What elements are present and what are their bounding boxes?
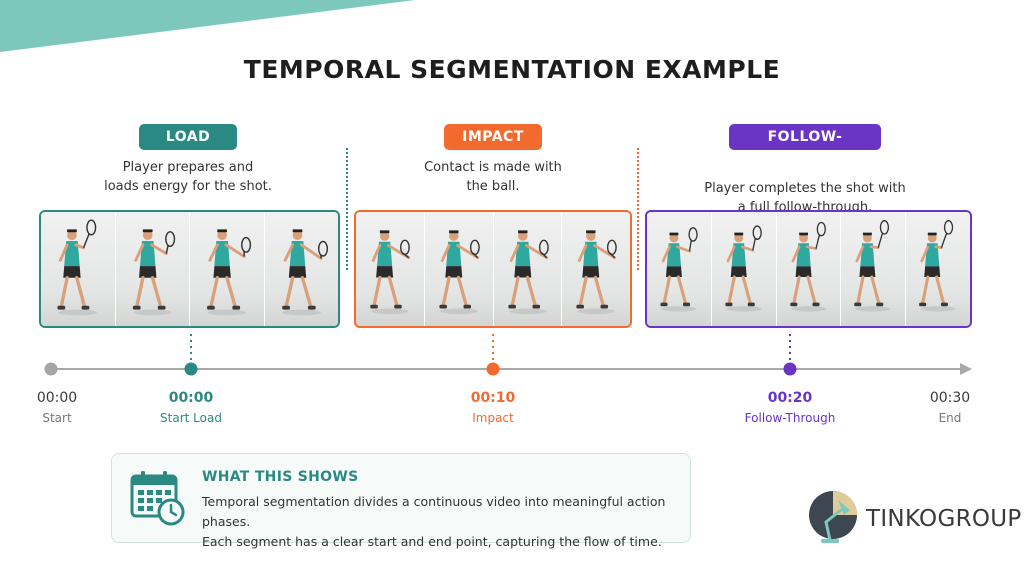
video-frame — [424, 212, 494, 326]
timeline-marker-follow-through — [783, 362, 797, 376]
phase-description-load: Player prepares and loads energy for the… — [104, 160, 272, 194]
timeline-label-follow-through: 00:20 Follow-Through — [744, 390, 836, 425]
video-frame — [115, 212, 190, 326]
divider-impact-follow — [637, 148, 639, 270]
frame-strip-impact — [354, 210, 632, 328]
calendar-clock-icon — [130, 471, 185, 526]
timeline-label-load: 00:00 Start Load — [160, 390, 222, 425]
timeline-marker-impact — [486, 362, 500, 376]
phase-header-impact: IMPACT Contact is made with the ball. — [393, 124, 593, 196]
timeline-label-end: 00:30 End — [929, 390, 971, 425]
frame-strip-load — [39, 210, 340, 328]
video-frame — [711, 212, 777, 326]
phase-description-impact: Contact is made with the ball. — [424, 160, 562, 194]
phase-header-load: LOAD Player prepares and loads energy fo… — [88, 124, 288, 196]
video-frame — [841, 212, 907, 326]
video-frame — [41, 212, 116, 326]
video-frame — [562, 212, 630, 326]
timeline-label-impact: 00:10 Impact — [470, 390, 516, 425]
info-title: WHAT THIS SHOWS — [202, 469, 359, 485]
info-box: WHAT THIS SHOWS Temporal segmentation di… — [111, 453, 691, 549]
video-frame — [264, 212, 338, 326]
timeline-marker-start — [44, 362, 58, 376]
divider-load-impact — [346, 148, 348, 270]
phase-badge-impact: IMPACT — [444, 124, 542, 150]
phase-badge-load: LOAD — [139, 124, 237, 150]
frame-strip-follow-through — [645, 210, 972, 328]
info-text: Temporal segmentation divides a continuo… — [202, 494, 666, 549]
timeline-marker-load — [184, 362, 198, 376]
video-frame — [356, 212, 425, 326]
timeline-label-start: 00:00 Start — [36, 390, 78, 425]
page-title: TEMPORAL SEGMENTATION EXAMPLE — [243, 55, 781, 84]
video-frame — [190, 212, 265, 326]
video-frame — [776, 212, 842, 326]
corner-decoration — [0, 0, 415, 52]
phase-badge-follow-through: FOLLOW-THROUGH — [729, 124, 881, 171]
desk-lamp-icon — [809, 491, 857, 543]
video-frame — [906, 212, 970, 326]
brand-name: TINKOGROUP — [866, 506, 1022, 532]
video-frame — [647, 212, 712, 326]
video-frame — [493, 212, 563, 326]
timeline-axis — [44, 334, 972, 376]
